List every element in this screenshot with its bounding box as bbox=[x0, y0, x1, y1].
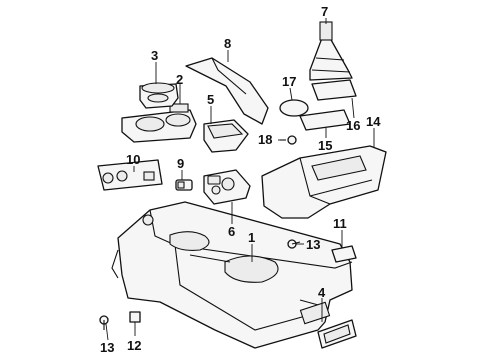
shift-boot bbox=[309, 21, 353, 81]
lid-insert bbox=[311, 79, 357, 101]
callout-4: 4 bbox=[318, 285, 326, 300]
pad bbox=[299, 109, 351, 131]
callout-5: 5 bbox=[207, 92, 214, 107]
callout-12: 12 bbox=[127, 338, 141, 353]
armrest-cover bbox=[185, 57, 269, 125]
callout-10: 10 bbox=[126, 152, 140, 167]
callout-1: 1 bbox=[248, 230, 255, 245]
rear-console-cover bbox=[261, 145, 387, 219]
switch-panel bbox=[203, 169, 251, 205]
switch-assembly bbox=[97, 159, 163, 191]
screw-b bbox=[99, 315, 109, 330]
callout-11: 11 bbox=[333, 216, 347, 231]
disc-cover bbox=[279, 99, 309, 117]
callout-7: 7 bbox=[321, 4, 328, 19]
callout-14: 14 bbox=[366, 114, 381, 129]
callout-13b: 13 bbox=[100, 340, 114, 355]
callout-8: 8 bbox=[224, 36, 231, 51]
callout-6: 6 bbox=[228, 224, 235, 239]
cup-holder-tray bbox=[121, 103, 197, 143]
trim-bezel bbox=[317, 319, 357, 349]
callout-18: 18 bbox=[258, 132, 272, 147]
callout-16: 16 bbox=[346, 118, 360, 133]
fastener bbox=[129, 311, 141, 323]
leader-lines bbox=[105, 18, 375, 341]
callout-2: 2 bbox=[176, 72, 183, 87]
cup-insert bbox=[139, 82, 179, 109]
storage-bin bbox=[203, 119, 249, 153]
connector bbox=[175, 179, 193, 191]
retainer-clip bbox=[331, 245, 357, 263]
callout-3: 3 bbox=[151, 48, 158, 63]
callout-15: 15 bbox=[318, 138, 332, 153]
callout-labels: 1 2 3 4 5 6 7 8 9 10 11 12 13 13 14 15 1… bbox=[100, 4, 381, 355]
callout-9: 9 bbox=[177, 156, 184, 171]
callout-17: 17 bbox=[282, 74, 296, 89]
callout-13a: 13 bbox=[306, 237, 320, 252]
console-body bbox=[111, 201, 353, 349]
